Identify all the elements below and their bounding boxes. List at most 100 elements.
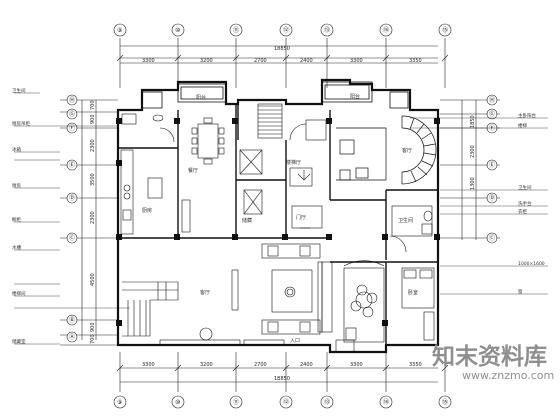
- stair-hall: [239, 103, 283, 175]
- room-balcony-left: 阳台: [196, 94, 206, 101]
- axis-left-B: Ⓑ: [69, 316, 75, 324]
- dim-top-3: 2700: [254, 58, 267, 64]
- right-note-6: 1000×1600: [518, 261, 545, 267]
- left-note-5: 橱柜: [12, 216, 21, 223]
- dim-right-1: 1850: [470, 115, 476, 128]
- axis-left-F: Ⓕ: [69, 124, 75, 132]
- room-foyer: 门厅: [296, 214, 306, 221]
- right-note-7: 窗: [518, 288, 523, 295]
- right-notes: [410, 117, 548, 295]
- left-dim-labels: 700 900 2300 3500 2300 4500 900 700: [90, 100, 96, 344]
- watermark-url: www.znzmo.com: [462, 369, 554, 382]
- room-stair-hall: 楼梯厅: [286, 159, 301, 166]
- room-living-stair: 客厅: [402, 147, 412, 154]
- dim-bottom-5: 3300: [350, 362, 363, 368]
- dim-bottom-6: 3350: [409, 362, 422, 368]
- axis-right-H: Ⓗ: [489, 96, 495, 104]
- interior-walls: [118, 104, 438, 345]
- axis-right-C: Ⓒ: [489, 234, 495, 242]
- axis-top-7: ⑮: [442, 26, 448, 34]
- top-dimensions: [116, 38, 449, 88]
- bottom-dimensions: [116, 352, 449, 392]
- axis-bottom-6: ⑭: [383, 398, 389, 406]
- bedroom-furniture: [343, 260, 435, 343]
- left-note-4: 厨房: [12, 182, 21, 189]
- dim-top-1: 3300: [142, 58, 155, 64]
- right-note-4: 洗手台: [518, 200, 532, 207]
- left-note-3: 冰箱: [12, 146, 21, 153]
- dim-top-6: 3350: [409, 58, 422, 64]
- dim-bottom-4: 2400: [300, 362, 313, 368]
- axis-top-6: ⑭: [383, 26, 389, 34]
- axis-bottom-4: ⑫: [283, 398, 289, 406]
- axis-top-3: ⑪: [233, 26, 239, 34]
- watermark: 知末资料库 www.znzmo.com: [432, 343, 554, 382]
- bath-center: [289, 119, 327, 141]
- dim-top-2: 3200: [200, 58, 213, 64]
- right-note-2: 楼梯: [518, 122, 527, 129]
- dining-table: [191, 117, 225, 165]
- top-axis-bubbles: [113, 23, 452, 37]
- dim-top-5: 3300: [350, 58, 363, 64]
- room-living: 客厅: [200, 289, 210, 296]
- room-dining: 餐厅: [188, 167, 198, 174]
- room-entry: 入口: [290, 338, 300, 344]
- dim-right-2: 2300: [470, 145, 476, 158]
- axis-left-E: Ⓔ: [69, 161, 75, 169]
- dim-bottom-1: 3300: [142, 362, 155, 368]
- left-axis-bubbles: [66, 94, 78, 343]
- left-dimensions: [60, 99, 118, 346]
- left-note-6: 水槽: [12, 244, 21, 251]
- dim-left-5: 2300: [90, 211, 96, 224]
- axis-left-H: Ⓗ: [69, 96, 75, 104]
- left-note-8: 储藏室: [12, 338, 26, 345]
- axis-bottom-2: ⑩: [175, 399, 180, 406]
- watermark-text: 知末资料库: [432, 343, 547, 370]
- right-axis-bubbles: [486, 94, 498, 244]
- dim-top-4: 2400: [300, 58, 313, 64]
- bath-right: [389, 205, 433, 253]
- balcony-right: [321, 81, 409, 109]
- axis-bottom-7: ⑮: [442, 398, 448, 406]
- axis-bottom-1: ⑨: [117, 399, 122, 406]
- kitchen-counters: [120, 149, 191, 235]
- dim-top-total: 18850: [274, 46, 290, 52]
- room-storage: 储藏: [242, 217, 252, 224]
- dim-left-3: 2300: [90, 139, 96, 152]
- dim-bottom-3: 2700: [254, 362, 267, 368]
- room-bedroom: 卧室: [408, 289, 418, 296]
- bottom-axis-bubbles: [113, 395, 452, 409]
- bath-left: [121, 113, 175, 143]
- axis-left-D: Ⓓ: [69, 194, 75, 202]
- right-note-3: 卫生间: [518, 184, 532, 191]
- axis-left-C: Ⓒ: [69, 234, 75, 242]
- axis-left-A: Ⓐ: [69, 333, 75, 341]
- dim-left-1: 700: [90, 100, 96, 110]
- columns: [116, 118, 440, 326]
- left-note-1: 卫生间: [12, 87, 26, 94]
- axis-right-D: Ⓓ: [489, 194, 495, 202]
- axis-top-5: ⑬: [324, 26, 330, 34]
- dim-left-8: 700: [90, 334, 96, 344]
- axis-top-1: ⑨: [117, 27, 122, 34]
- right-note-5: 衣柜: [518, 208, 527, 215]
- axis-bottom-3: ⑪: [233, 398, 239, 406]
- dim-right-3: 1300: [470, 177, 476, 190]
- room-kitchen: 厨房: [142, 207, 152, 214]
- axis-bottom-5: ⑬: [324, 398, 330, 406]
- dim-left-4: 3500: [90, 173, 96, 186]
- living-furniture: [231, 243, 333, 335]
- axis-top-4: ⑫: [283, 26, 289, 34]
- dim-bottom-total: 18850: [274, 376, 290, 382]
- dim-left-7: 900: [90, 322, 96, 332]
- spiral-stair: [336, 115, 437, 185]
- left-notes: [14, 92, 130, 345]
- entry-features: [159, 327, 355, 353]
- axis-left-G: Ⓖ: [69, 110, 75, 118]
- dim-bottom-2: 3200: [200, 362, 213, 368]
- axis-right-G: Ⓖ: [489, 110, 495, 118]
- right-note-1: 主卧阳台: [518, 112, 536, 119]
- room-balcony-right: 阳台: [350, 93, 360, 100]
- foyer-arrow: [289, 167, 323, 229]
